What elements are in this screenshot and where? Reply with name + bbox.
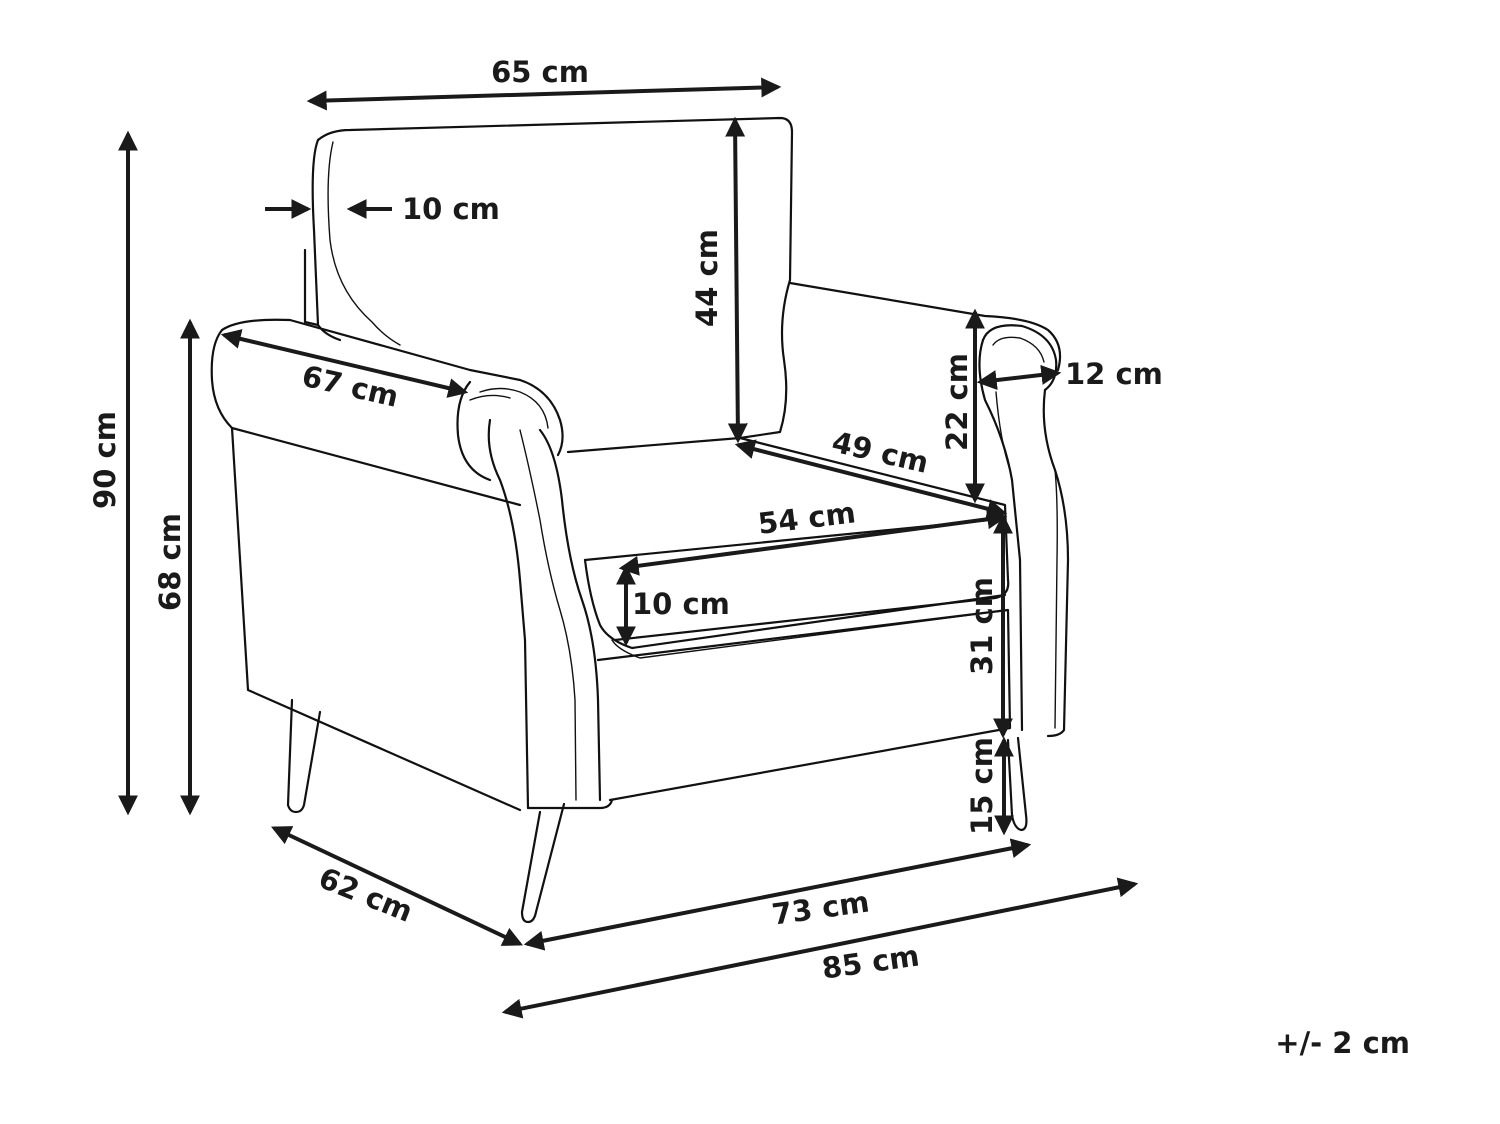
label-back-height: 44 cm — [690, 229, 724, 327]
depth-arrow — [270, 826, 524, 946]
label-back-thickness: 10 cm — [402, 192, 500, 226]
seat-width-arrow — [618, 509, 1008, 576]
arm-width-arrow — [976, 364, 1062, 391]
label-leg-height: 15 cm — [965, 737, 999, 835]
label-arm-width: 12 cm — [1065, 357, 1163, 391]
label-seat-height: 31 cm — [965, 577, 999, 675]
seat-depth-arrow — [734, 439, 1008, 519]
top-width-arrow — [306, 77, 782, 111]
label-top-width: 65 cm — [491, 55, 589, 89]
tolerance-note: +/- 2 cm — [1275, 1026, 1410, 1060]
label-total-height: 90 cm — [88, 411, 122, 509]
dimension-labels: 65 cm 10 cm 44 cm 90 cm 68 cm 67 cm 12 c… — [88, 55, 1410, 1060]
back-height-arrow — [725, 116, 748, 444]
dimension-arrows — [118, 77, 1139, 1019]
armchair-outline — [210, 116, 1070, 924]
label-cushion-thickness: 10 cm — [632, 587, 730, 621]
label-arm-length: 67 cm — [299, 359, 402, 414]
total-width-arrow — [501, 877, 1139, 1019]
label-arm-above-seat: 22 cm — [940, 353, 974, 451]
label-arm-height: 68 cm — [153, 513, 187, 611]
arm-length-arrow — [220, 329, 469, 398]
